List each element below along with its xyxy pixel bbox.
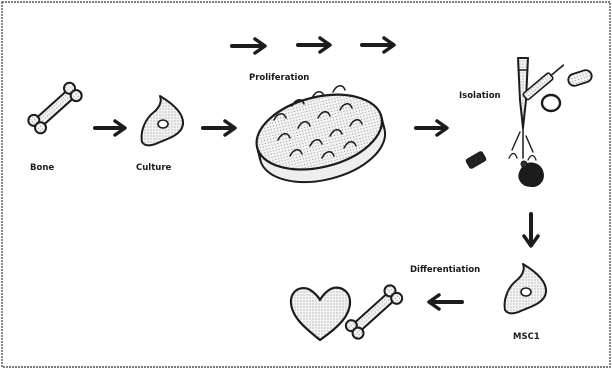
- heart-icon: [291, 288, 350, 340]
- arrow-bone-to-culture: [95, 121, 125, 135]
- label-isolation: Isolation: [459, 91, 501, 101]
- label-proliferation: Proliferation: [249, 73, 309, 83]
- syringe-icon: [522, 62, 565, 100]
- proliferation-arrow-1: [232, 39, 265, 53]
- cell-cluster-icon: [519, 161, 543, 186]
- mscs-cell-icon: [505, 264, 546, 313]
- petri-dish-icon: [249, 83, 393, 195]
- arrow-mscs-to-tissues: [429, 295, 462, 309]
- label-bone: Bone: [30, 163, 54, 173]
- proliferation-arrow-2: [298, 38, 330, 52]
- culture-cell-icon: [142, 96, 183, 145]
- label-differentiation: Differentiation: [410, 265, 480, 275]
- pipette-icon: [509, 58, 536, 160]
- label-culture: Culture: [136, 163, 172, 173]
- label-mscs: MSC1: [513, 332, 540, 342]
- arrow-culture-to-dish: [203, 121, 235, 135]
- bone-bottom-icon: [344, 283, 405, 341]
- arrow-dish-to-isolation: [416, 121, 447, 135]
- tube-icon: [466, 151, 487, 169]
- ring-icon: [542, 95, 560, 111]
- arrow-down-to-mscs: [524, 214, 538, 246]
- bone-icon: [26, 80, 84, 135]
- proliferation-arrow-3: [362, 38, 394, 52]
- capsule-icon: [567, 69, 594, 88]
